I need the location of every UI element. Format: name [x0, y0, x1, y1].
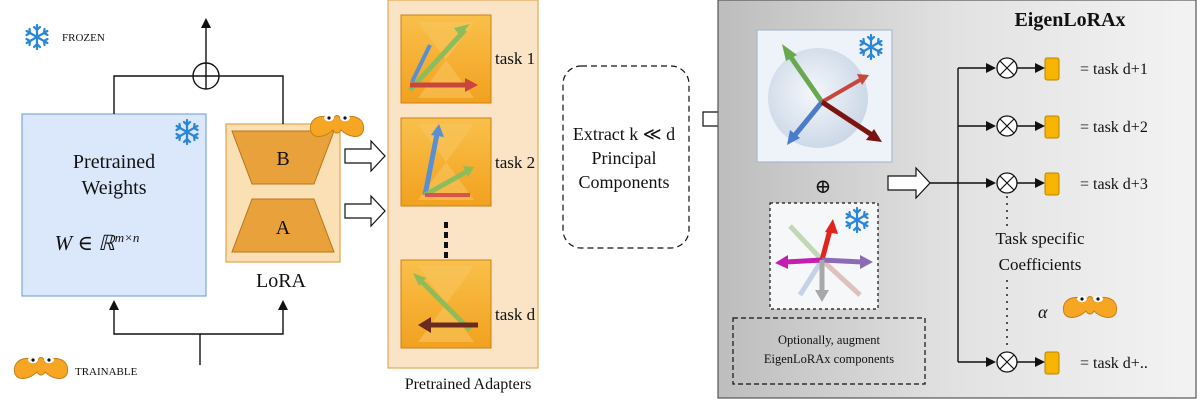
lora-b-label: B: [276, 148, 289, 170]
pretrained-weights-title-line2: Weights: [81, 177, 146, 199]
output-task-d-plus-1: = task d+1: [1080, 61, 1148, 78]
extract-line2: Principal: [592, 148, 657, 168]
legend-trainable-label: TRAINABLE: [75, 366, 138, 378]
augment-note-box: [732, 317, 926, 385]
adapter-tile-2: [400, 117, 492, 207]
lora-a-trapezoid: [231, 198, 335, 253]
eigenlorax-title: EigenLoRAx: [1014, 9, 1125, 31]
coefficients-label-line1: Task specific: [996, 229, 1085, 248]
hollow-arrow-to-coefficients: [887, 166, 931, 200]
augment-note-line2: EigenLoRAx components: [764, 352, 894, 366]
adapter-ellipsis: [444, 222, 448, 258]
pretrained-adapters-caption: Pretrained Adapters: [405, 376, 532, 393]
weights-formula: W ∈ ℝm×n: [55, 230, 140, 255]
augmented-components-tile: [769, 202, 879, 310]
adapter-tile-1: [400, 14, 492, 104]
coefficient-block-1: [1044, 57, 1060, 81]
lora-mustache-icon: [309, 114, 365, 137]
hollow-arrow-a: [344, 194, 386, 228]
output-task-d-plus-2: = task d+2: [1080, 119, 1148, 136]
lora-b-trapezoid: [231, 130, 335, 185]
lora-to-sum-line: [219, 75, 284, 124]
extract-components-box: [562, 65, 690, 249]
task-1-label: task 1: [495, 49, 535, 68]
augment-note-line1: Optionally, augment: [778, 333, 880, 347]
trainable-mustache-icon: [13, 356, 69, 379]
principal-components-tile: [756, 29, 893, 163]
lora-label: LoRA: [256, 270, 307, 292]
input-to-weights-arrow: [109, 300, 201, 365]
legend-frozen-label: FROZEN: [62, 32, 105, 44]
task-d-label: task d: [495, 305, 536, 324]
coefficient-block-4: [1044, 351, 1060, 375]
pretrained-weights-box: [21, 113, 207, 297]
weights-to-sum-line: [113, 75, 193, 114]
coefficients-mustache-icon: [1062, 295, 1118, 318]
frozen-snowflake-icon: [25, 23, 49, 51]
coefficient-rows: [958, 57, 1060, 375]
extract-line1: Extract k ≪ d: [573, 124, 675, 144]
coefficient-block-3: [1044, 172, 1060, 196]
adapter-tile-d: [400, 259, 492, 349]
hollow-arrow-b: [344, 139, 386, 173]
task-2-label: task 2: [495, 153, 535, 172]
extract-line3: Components: [578, 172, 669, 192]
pretrained-weights-title-line1: Pretrained: [73, 151, 155, 173]
oplus-symbol: ⊕: [815, 176, 832, 198]
output-task-d-plus-more: = task d+..: [1080, 355, 1148, 372]
input-to-lora-arrow: [200, 300, 288, 335]
output-task-d-plus-3: = task d+3: [1080, 176, 1148, 193]
lora-a-label: A: [276, 217, 291, 239]
coefficient-block-2: [1044, 115, 1060, 139]
coefficients-label-line2: Coefficients: [999, 255, 1082, 274]
alpha-symbol: α: [1038, 302, 1048, 322]
